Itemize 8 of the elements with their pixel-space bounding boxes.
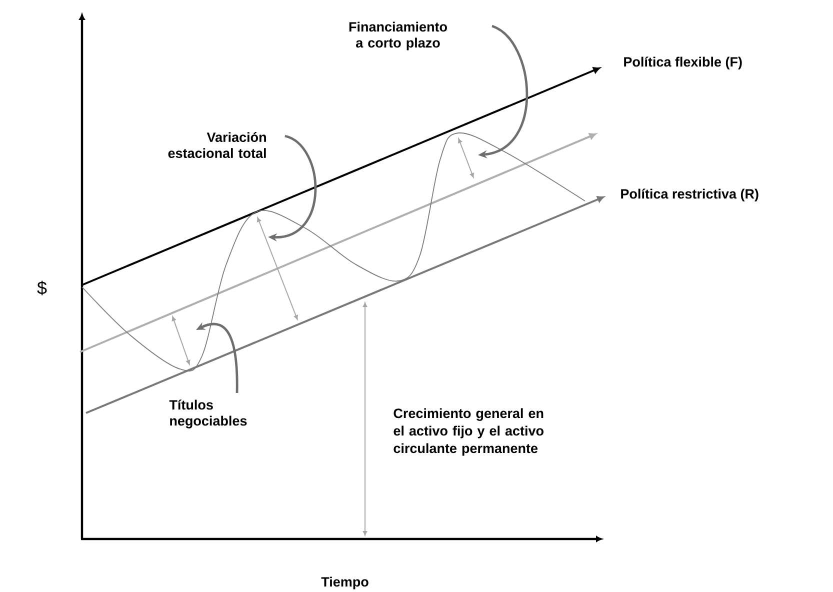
callout-text: Títulos negociables [169, 400, 247, 428]
line-label: Política flexible (F) [624, 56, 742, 70]
callout-text: Variación estacional total [168, 132, 266, 158]
line-label: Política restrictiva (R) [621, 188, 758, 202]
axis-label: $ [37, 280, 47, 296]
axis-label: Tiempo [321, 576, 368, 590]
annotation-text: Crecimiento general en el activo fijo y el activo circulante permanente [394, 408, 544, 456]
callout-text: Financiamiento a corto plazo [349, 22, 447, 50]
